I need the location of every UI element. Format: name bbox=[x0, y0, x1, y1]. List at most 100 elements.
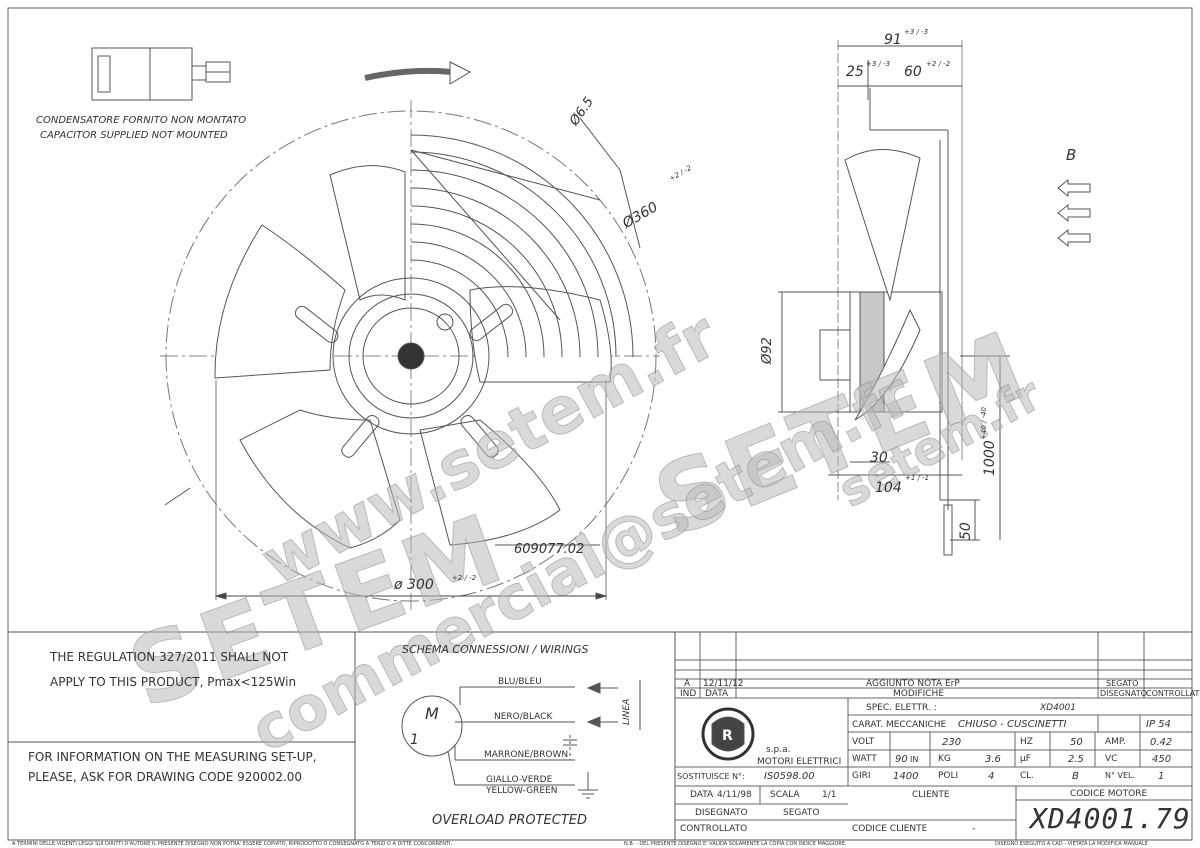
title-block-grid bbox=[675, 632, 1192, 840]
company-name: MOTORI ELETTRICI bbox=[757, 757, 842, 767]
capacitor-icon bbox=[91, 47, 231, 101]
linea-label: LINEA bbox=[622, 698, 632, 725]
watt-label: WATT bbox=[852, 754, 877, 764]
wire-blue-label: BLU/BLEU bbox=[498, 677, 542, 687]
scala-label: SCALA bbox=[770, 790, 800, 800]
motor-symbol-phase: 1 bbox=[410, 732, 419, 748]
vc-value: 450 bbox=[1152, 754, 1172, 765]
wire-black-label: NERO/BLACK bbox=[494, 712, 553, 722]
codice-cliente-label: CODICE CLIENTE bbox=[852, 824, 928, 834]
cl-value: B bbox=[1072, 771, 1079, 782]
motor-code: XD4001.79 bbox=[1030, 802, 1191, 835]
capacitor-note-it: CONDENSATORE FORNITO NON MONTATO bbox=[36, 115, 247, 126]
poli-label: POLI bbox=[938, 771, 959, 781]
codice-motore-label: CODICE MOTORE bbox=[1070, 789, 1148, 799]
wire-ground-label-it: GIALLO-VERDE bbox=[486, 775, 553, 785]
dim-depth-104: 104 bbox=[875, 480, 902, 496]
data-label: DATA bbox=[690, 790, 714, 800]
company-spa: s.p.a. bbox=[766, 745, 791, 755]
uf-value: 2.5 bbox=[1068, 754, 1084, 765]
dim-height-30: 30 bbox=[870, 450, 888, 466]
revision-letter: A bbox=[684, 679, 691, 689]
segato-label: SEGATO bbox=[783, 808, 820, 818]
volt-label: VOLT bbox=[852, 737, 875, 747]
uf-label: µF bbox=[1020, 754, 1031, 764]
dim-cable-length-tol: +40 / -40 bbox=[980, 406, 988, 440]
regulation-note-line2: APPLY TO THIS PRODUCT, Pmax<125Win bbox=[50, 675, 297, 689]
carat-label: CARAT. MECCANICHE bbox=[852, 720, 947, 730]
watt-in: IN bbox=[910, 755, 919, 764]
amp-label: AMP. bbox=[1105, 737, 1126, 747]
view-label-b: B bbox=[1066, 146, 1077, 164]
dim-blade-diameter: ø 300 bbox=[394, 577, 434, 593]
amp-value: 0.42 bbox=[1150, 737, 1173, 748]
spec-elettr-value: XD4001 bbox=[1040, 703, 1076, 713]
sostituisce-value: IS0598.00 bbox=[764, 771, 815, 782]
spec-elettr-label: SPEC. ELETTR. : bbox=[866, 703, 937, 713]
footer-copyright: A TERMINI DELLE VIGENTI LEGGI SUI DIRITT… bbox=[12, 841, 453, 847]
header-modifiche: MODIFICHE bbox=[893, 689, 945, 699]
header-ind: IND bbox=[680, 689, 697, 699]
dim-depth-104-tol: +1 / -1 bbox=[905, 474, 930, 482]
fan-front-view bbox=[160, 100, 660, 610]
ip-rating: IP 54 bbox=[1146, 719, 1171, 730]
revision-segato: SEGATO bbox=[1106, 679, 1139, 688]
vc-label: VC bbox=[1105, 754, 1118, 764]
dim-offset-60: 60 bbox=[904, 64, 922, 80]
wire-ground-label-en: YELLOW-GREEN bbox=[486, 786, 558, 796]
header-controllato: CONTROLLATO bbox=[1146, 689, 1200, 698]
dim-cable-length: 1000 bbox=[982, 440, 998, 476]
hz-value: 50 bbox=[1070, 737, 1083, 748]
dim-motor-diameter: Ø92 bbox=[760, 337, 775, 364]
giri-label: GIRI bbox=[852, 771, 871, 781]
data-value: 4/11/98 bbox=[717, 790, 752, 800]
poli-value: 4 bbox=[988, 771, 995, 782]
carat-value: CHIUSO - CUSCINETTI bbox=[958, 719, 1067, 730]
dim-strip-50: 50 bbox=[958, 522, 974, 540]
capacitor-note-en: CAPACITOR SUPPLIED NOT MOUNTED bbox=[40, 130, 228, 141]
sostituisce-label: SOSTITUISCE N°: bbox=[677, 772, 745, 781]
dim-offset-25-tol: +3 / -3 bbox=[866, 60, 891, 68]
overload-note: OVERLOAD PROTECTED bbox=[432, 813, 587, 828]
cl-label: CL. bbox=[1020, 771, 1035, 781]
nvel-value: 1 bbox=[1158, 771, 1165, 782]
svg-text:R: R bbox=[722, 728, 733, 744]
rotation-arrow-icon bbox=[364, 61, 472, 85]
motor-symbol-m: M bbox=[425, 704, 439, 723]
regulation-note-line1: THE REGULATION 327/2011 SHALL NOT bbox=[50, 650, 289, 664]
measuring-note-line1: FOR INFORMATION ON THE MEASURING SET-UP, bbox=[28, 750, 317, 764]
wiring-title: SCHEMA CONNESSIONI / WIRINGS bbox=[402, 643, 589, 656]
view-b-arrows bbox=[1057, 178, 1091, 248]
wire-brown-label: MARRONE/BROWN bbox=[484, 750, 569, 760]
kg-value: 3.6 bbox=[985, 754, 1001, 765]
dim-blade-tolerance: +2 / -2 bbox=[452, 574, 477, 582]
dim-offset-25: 25 bbox=[846, 64, 864, 80]
wiring-diagram bbox=[401, 680, 641, 799]
scala-value: 1/1 bbox=[822, 790, 837, 800]
dim-offset-60-tol: +2 / -2 bbox=[926, 60, 951, 68]
codice-cliente-value: - bbox=[972, 824, 976, 834]
disegnato-label: DISEGNATO bbox=[695, 808, 748, 818]
footer-validity: N.B. - DEL PRESENTE DISEGNO E' VALIDA SO… bbox=[624, 841, 847, 847]
cliente-label: CLIENTE bbox=[912, 790, 950, 800]
measuring-note-line2: PLEASE, ASK FOR DRAWING CODE 920002.00 bbox=[28, 770, 303, 784]
company-logo-icon: R bbox=[701, 707, 755, 761]
controllato-label: CONTROLLATO bbox=[680, 824, 748, 834]
kg-label: KG bbox=[938, 754, 951, 764]
header-disegnato: DISEGNATO bbox=[1100, 689, 1147, 698]
part-code: 609077.02 bbox=[514, 542, 585, 557]
footer-cad: DISEGNO ESEGUITO A CAD - VIETATA LA MODI… bbox=[995, 841, 1148, 847]
header-data: DATA bbox=[705, 689, 729, 699]
revision-date: 12/11/12 bbox=[703, 679, 744, 689]
nvel-label: N° VEL. bbox=[1105, 771, 1136, 780]
volt-value: 230 bbox=[942, 737, 962, 748]
revision-text: AGGIUNTO NOTA ErP bbox=[866, 679, 960, 689]
watt-value: 90 bbox=[895, 754, 908, 765]
fan-side-view bbox=[778, 40, 1010, 556]
dim-total-width: 91 bbox=[884, 32, 902, 48]
giri-value: 1400 bbox=[893, 771, 919, 782]
hz-label: HZ bbox=[1020, 737, 1033, 747]
dim-total-width-tol: +3 / -3 bbox=[904, 28, 929, 36]
